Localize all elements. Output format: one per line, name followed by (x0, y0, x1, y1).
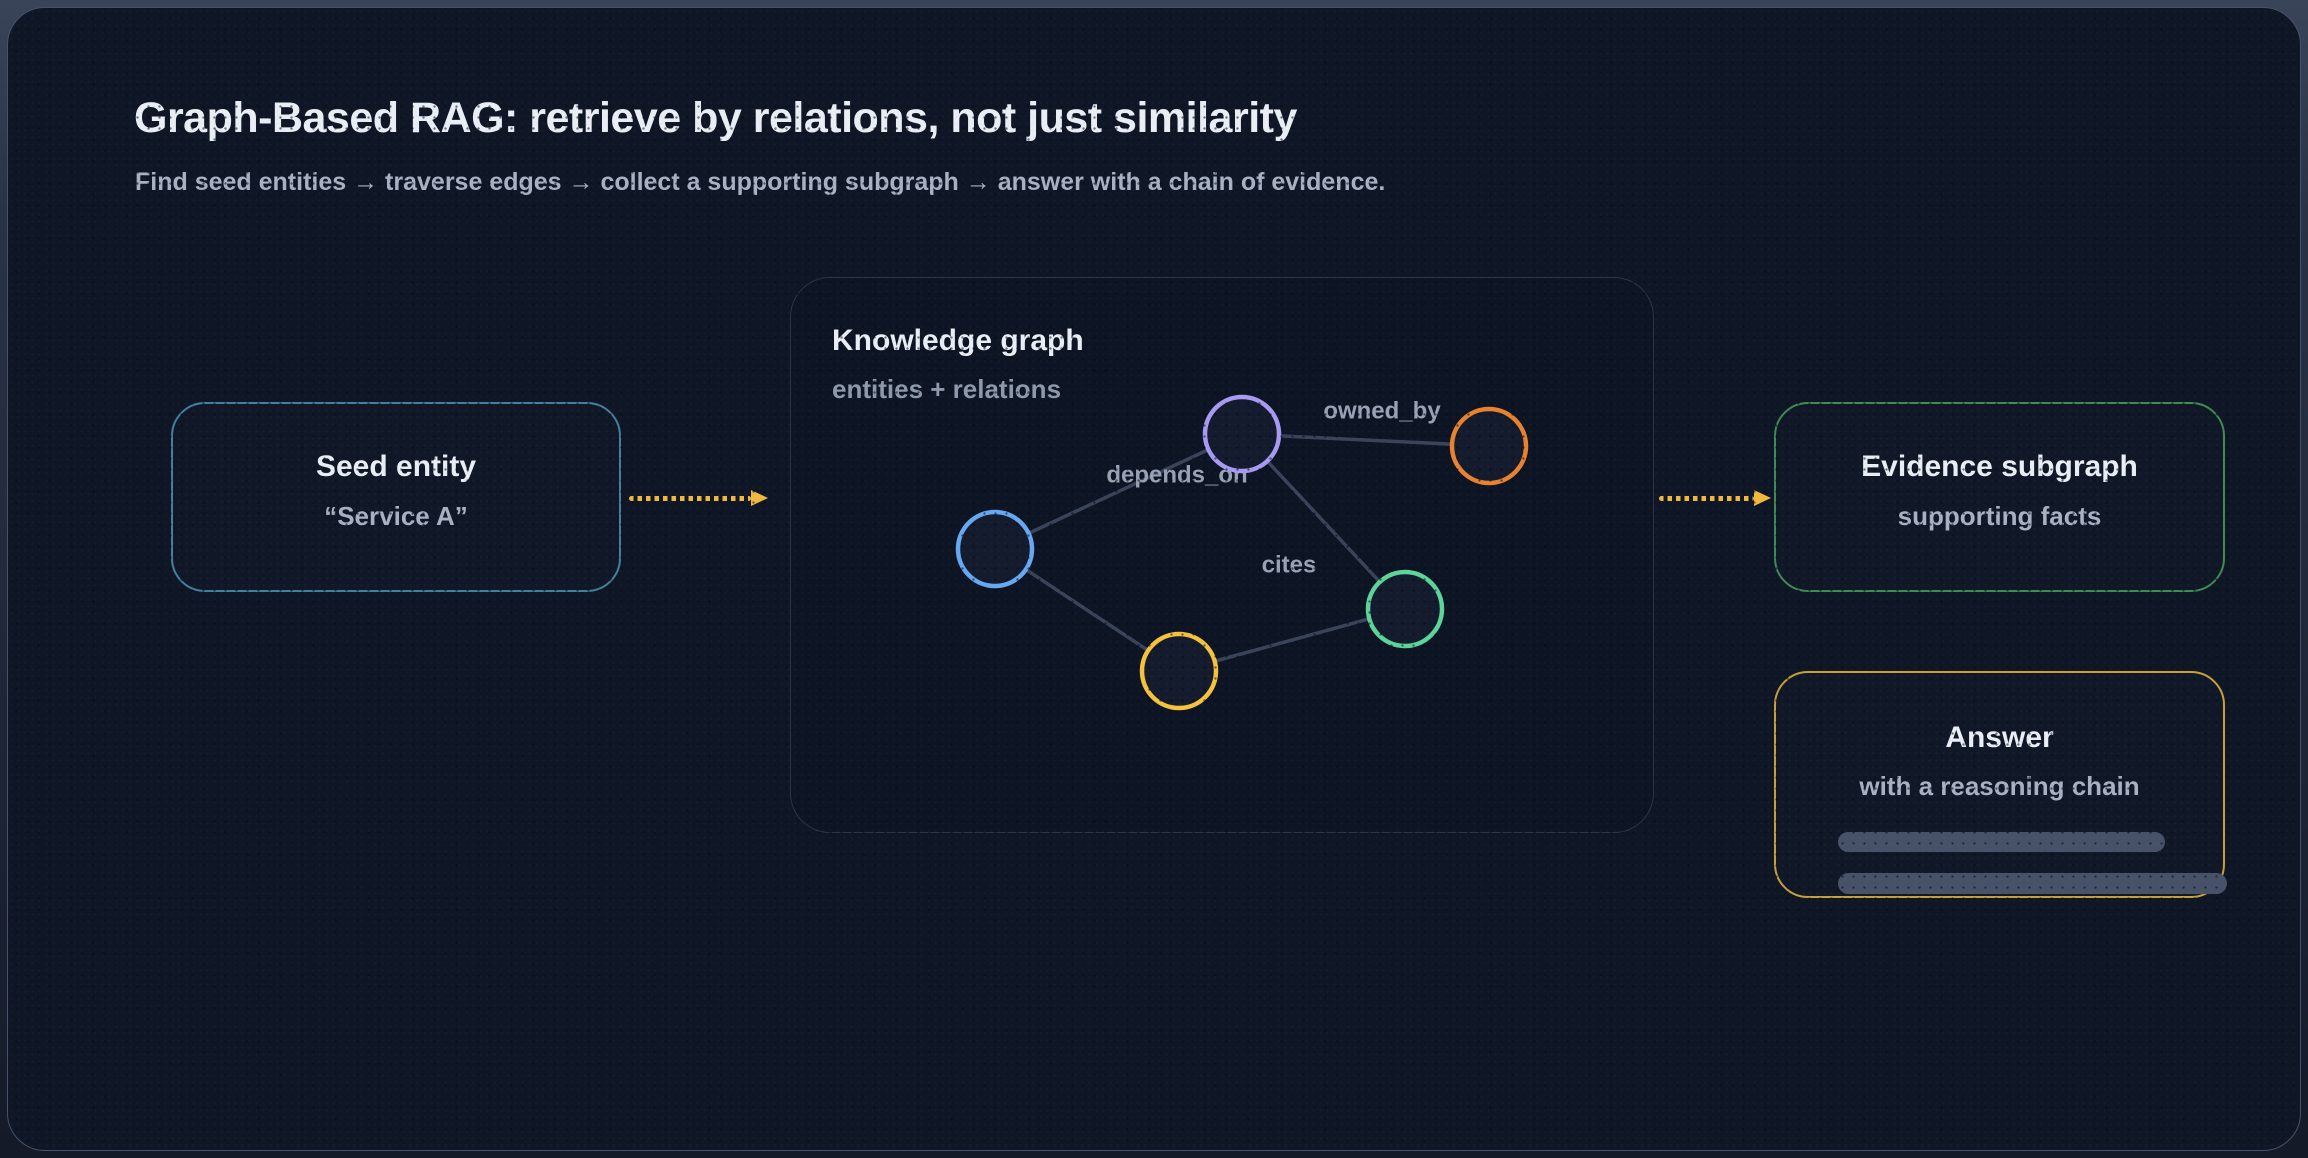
main-card: Graph-Based RAG: retrieve by relations, … (7, 7, 2301, 1151)
entity-node-green (1365, 569, 1445, 649)
evidence-subgraph-subtitle: supporting facts (1897, 501, 2102, 531)
entity-node-purple (1202, 394, 1282, 474)
skeleton-line (1838, 832, 2165, 852)
arrow-dots (1659, 495, 1754, 501)
edge-label-owned_by: owned_by (1323, 398, 1441, 425)
arrow-dots (629, 495, 751, 501)
evidence-subgraph-title: Evidence subgraph (1861, 450, 2138, 483)
entity-node-yellow (1139, 631, 1219, 711)
edge-label-cites: cites (1262, 552, 1317, 579)
arrow-head-icon (751, 490, 768, 506)
arrow-head-icon (1754, 490, 1771, 506)
relation-edge (1240, 432, 1491, 448)
entity-node-blue (955, 509, 1035, 589)
page-title: Graph-Based RAG: retrieve by relations, … (134, 94, 1297, 142)
page-subtitle: Find seed entities → traverse edges → co… (135, 168, 1386, 196)
answer-box: Answer with a reasoning chain (1774, 671, 2227, 898)
seed-entity-box: Seed entity “Service A” (171, 402, 621, 592)
relation-edge (1240, 432, 1407, 611)
seed-entity-title: Seed entity (315, 450, 477, 483)
knowledge-graph-subtitle: entities + relations (832, 374, 1062, 404)
entity-node-orange (1449, 406, 1529, 486)
answer-subtitle: with a reasoning chain (1859, 771, 2140, 801)
skeleton-line (1838, 873, 2227, 894)
knowledge-graph-title: Knowledge graph (832, 324, 1084, 357)
knowledge-graph-panel: Knowledge graph entities + relations own… (790, 277, 1654, 833)
flow-arrow-graph-to-evidence (1659, 489, 1771, 507)
seed-entity-value: “Service A” (324, 501, 468, 531)
evidence-subgraph-box: Evidence subgraph supporting facts (1774, 402, 2225, 592)
flow-arrow-seed-to-graph (629, 489, 768, 507)
relation-edge (993, 432, 1244, 551)
answer-title: Answer (1945, 721, 2054, 754)
answer-skeleton-lines (1838, 832, 2227, 894)
